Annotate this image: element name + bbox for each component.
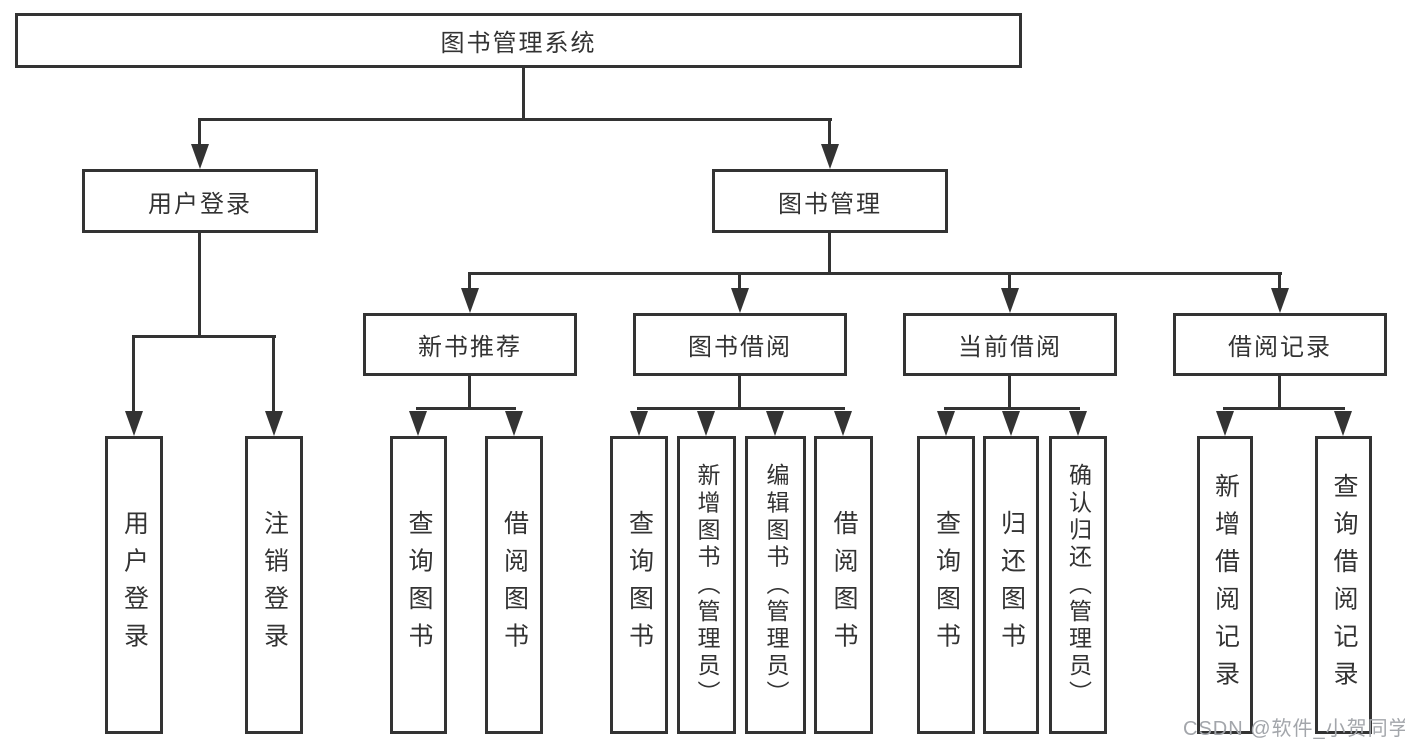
leaf-add-borrow-record-label: 新增借阅记录 [1211, 472, 1240, 698]
connector-book-borrow-stub [738, 376, 741, 410]
arrowhead-to-query-books-1 [409, 411, 427, 436]
arrowhead-to-leaf-user-login [125, 411, 143, 436]
connector-user-login-arm-2 [272, 335, 275, 413]
leaf-logout: 注销登录 [245, 436, 303, 734]
leaf-query-borrow-record-label: 查询借阅记录 [1330, 472, 1358, 698]
arrowhead-to-leaf-logout [265, 411, 283, 436]
leaf-confirm-return-admin: 确认归还（管理员） [1049, 436, 1107, 734]
connector-arm-book-borrow [738, 272, 741, 291]
arrowhead-to-book-management [821, 144, 839, 169]
leaf-query-books-3: 查询图书 [917, 436, 975, 734]
leaf-borrow-books-2-label: 借阅图书 [830, 510, 858, 660]
leaf-edit-book-admin-label: 编辑图书（管理员） [763, 462, 789, 708]
leaf-query-borrow-record: 查询借阅记录 [1315, 436, 1372, 734]
leaf-query-books-2: 查询图书 [610, 436, 668, 734]
arrowhead-to-borrow-records [1271, 288, 1289, 313]
leaf-query-books-2-label: 查询图书 [625, 510, 654, 660]
connector-arm-current-borrow [1008, 272, 1011, 291]
node-book-borrow: 图书借阅 [633, 313, 847, 376]
arrowhead-to-confirm-return [1069, 411, 1087, 436]
arrowhead-to-book-borrow [731, 288, 749, 313]
leaf-user-login-label: 用户登录 [120, 510, 149, 660]
connector-current-borrow-rail [944, 407, 1080, 410]
connector-borrow-records-rail [1223, 407, 1345, 410]
leaf-query-books-1: 查询图书 [390, 436, 447, 734]
connector-root-stub [522, 68, 525, 119]
arrowhead-to-return-books [1002, 411, 1020, 436]
arrowhead-to-borrow-books-2 [834, 411, 852, 436]
leaf-return-books-label: 归还图书 [997, 510, 1026, 660]
connector-new-book-rail [416, 407, 516, 410]
leaf-logout-label: 注销登录 [260, 510, 289, 660]
connector-book-borrow-rail [637, 407, 845, 410]
arrowhead-to-query-books-2 [630, 411, 648, 436]
leaf-add-borrow-record: 新增借阅记录 [1197, 436, 1253, 734]
node-current-borrow: 当前借阅 [903, 313, 1117, 376]
arrowhead-to-current-borrow [1001, 288, 1019, 313]
arrowhead-to-new-book-recommend [461, 288, 479, 313]
connector-root-arm-left [198, 118, 201, 146]
connector-new-book-stub [468, 376, 471, 410]
arrowhead-to-query-borrow-record [1334, 411, 1352, 436]
node-borrow-records: 借阅记录 [1173, 313, 1387, 376]
connector-user-login-arm-1 [132, 335, 135, 413]
leaf-edit-book-admin: 编辑图书（管理员） [745, 436, 806, 734]
arrowhead-to-user-login [191, 144, 209, 169]
leaf-borrow-books-1: 借阅图书 [485, 436, 543, 734]
arrowhead-to-edit-book [766, 411, 784, 436]
leaf-borrow-books-2: 借阅图书 [814, 436, 873, 734]
connector-arm-new-book [468, 272, 471, 291]
node-user-login: 用户登录 [82, 169, 318, 233]
connector-arm-borrow-records [1278, 272, 1281, 291]
leaf-return-books: 归还图书 [983, 436, 1039, 734]
arrowhead-to-add-book [697, 411, 715, 436]
leaf-user-login: 用户登录 [105, 436, 163, 734]
node-library-management-system: 图书管理系统 [15, 13, 1022, 68]
connector-book-management-rail [468, 272, 1282, 275]
connector-root-rail [198, 118, 832, 121]
leaf-add-book-admin-label: 新增图书（管理员） [694, 462, 720, 708]
connector-book-management-stub [828, 233, 831, 275]
connector-user-login-stub [198, 233, 201, 338]
arrowhead-to-add-borrow-record [1216, 411, 1234, 436]
connector-user-login-rail [132, 335, 276, 338]
node-book-management: 图书管理 [712, 169, 948, 233]
csdn-watermark: CSDN @软件_小贺同学 [1183, 718, 1405, 740]
arrowhead-to-borrow-books-1 [505, 411, 523, 436]
arrowhead-to-query-books-3 [937, 411, 955, 436]
leaf-query-books-3-label: 查询图书 [932, 510, 961, 660]
connector-current-borrow-stub [1008, 376, 1011, 410]
leaf-add-book-admin: 新增图书（管理员） [677, 436, 736, 734]
leaf-borrow-books-1-label: 借阅图书 [500, 510, 529, 660]
leaf-confirm-return-admin-label: 确认归还（管理员） [1065, 462, 1092, 708]
leaf-query-books-1-label: 查询图书 [405, 510, 433, 660]
connector-root-arm-right [828, 118, 831, 146]
connector-borrow-records-stub [1278, 376, 1281, 410]
node-new-book-recommend: 新书推荐 [363, 313, 577, 376]
